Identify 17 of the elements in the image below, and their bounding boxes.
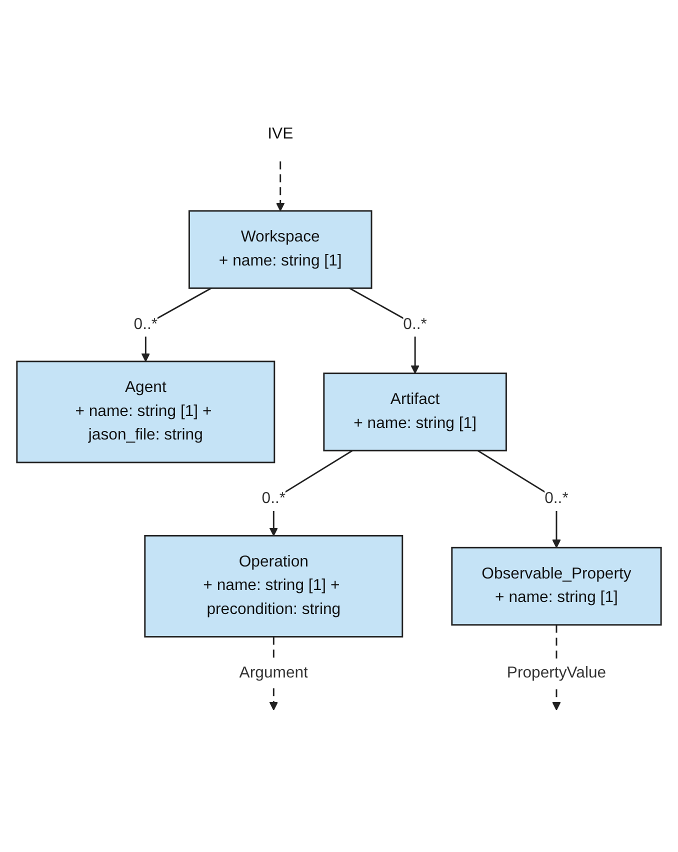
node-box: Observable_Property + name: string [1] (451, 546, 662, 626)
arrow (349, 287, 420, 374)
node-box: Artifact + name: string [1] (323, 372, 507, 451)
arrow (141, 287, 212, 362)
edge-label: 0..* (262, 490, 286, 507)
edge-label: 0..* (544, 490, 568, 507)
node-text: IVE (268, 125, 294, 142)
node-box: Operation + name: string [1] + precondition: string (144, 534, 404, 638)
edge-label: 0..* (403, 316, 427, 332)
node-box: Agent + name: string [1] + jason_file: string (16, 360, 276, 463)
node-box: Workspace + name: string [1] (188, 210, 372, 289)
edge-label: Argument (239, 664, 308, 681)
arrow (269, 450, 353, 536)
arrow (477, 450, 561, 548)
edge-label: 0..* (134, 316, 158, 332)
arrow (276, 161, 285, 211)
edge-label: PropertyValue (506, 664, 606, 681)
